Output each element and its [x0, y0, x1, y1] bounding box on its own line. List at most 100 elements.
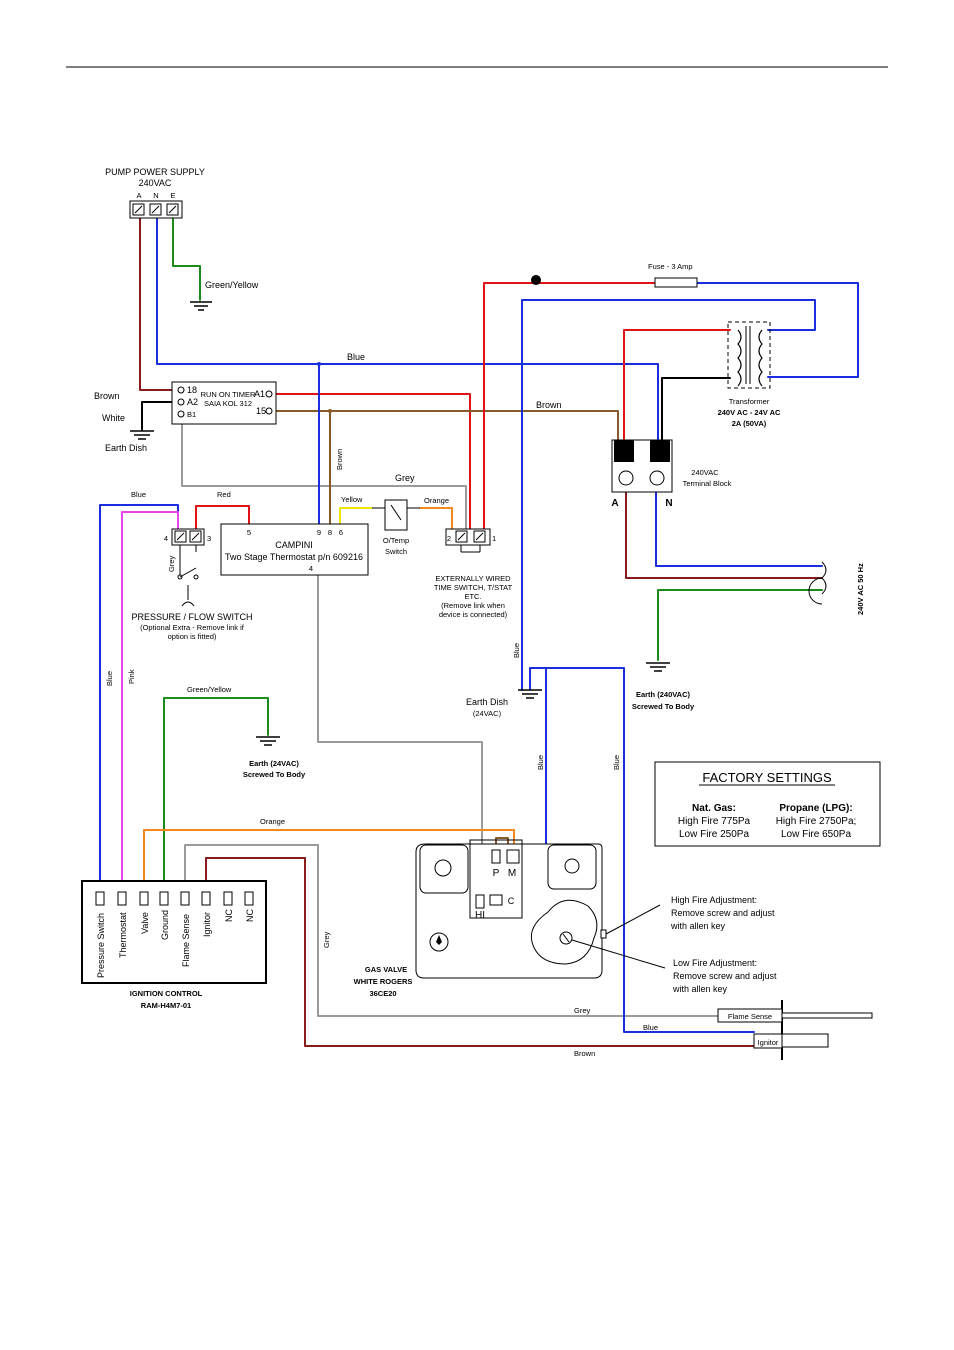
label-white-left: White: [102, 413, 125, 423]
factory-col1-l1: High Fire 775Pa: [678, 816, 751, 827]
ign-label-ignitor: Ignitor: [202, 912, 212, 937]
earth-24-line1: Earth (24VAC): [249, 759, 299, 768]
ps-wire-grey: Grey: [167, 555, 176, 572]
ign-label-valve: Valve: [140, 912, 150, 934]
pump-terminal-a: A: [136, 191, 141, 200]
thermostat-desc: Two Stage Thermostat p/n 609216: [225, 552, 363, 562]
pump-title: PUMP POWER SUPPLY: [105, 167, 205, 177]
timer-label-18: 18: [187, 385, 197, 395]
factory-col1-l2: Low Fire 250Pa: [679, 829, 749, 840]
ignitor-rod: [781, 1033, 829, 1048]
ign-pin-flame: [180, 891, 190, 906]
label-red: Red: [217, 490, 231, 499]
ext-screw-1-slot: [475, 532, 484, 541]
otemp-line1: O/Temp: [383, 536, 409, 545]
label-blue-left: Blue: [131, 490, 146, 499]
therm-terminal-9: 9: [317, 528, 321, 537]
ext-terminal-1: 1: [492, 534, 496, 543]
low-fire-line1: Low Fire Adjustment:: [673, 958, 757, 968]
label-brown-vert: Brown: [335, 449, 344, 470]
fuse-label: Fuse - 3 Amp: [648, 262, 693, 271]
tb-terminal-n-screw: [649, 470, 665, 486]
ps-note1: (Optional Extra - Remove link if: [140, 623, 245, 632]
run-on-timer: 18 A2 B1 RUN ON TIMER SAIA KOL 312 A1 15: [171, 381, 277, 425]
supply-plug: 240V AC 50 Hz: [808, 561, 865, 615]
ps-title: PRESSURE / FLOW SWITCH: [131, 612, 252, 622]
earth-dish-24-line1: Earth Dish: [466, 697, 508, 707]
timer-label-a1: A1: [254, 389, 265, 399]
ign-label-ground: Ground: [160, 910, 170, 940]
ignition-model: RAM-H4M7-01: [141, 1001, 191, 1010]
otemp-box: [384, 499, 408, 531]
pump-terminal-n: N: [153, 191, 158, 200]
label-blue-right: Blue: [612, 755, 621, 770]
label-pink: Pink: [127, 669, 136, 684]
ignitor-label: Ignitor: [758, 1038, 779, 1047]
label-blue-mid2: Blue: [536, 755, 545, 770]
pump-power-supply: PUMP POWER SUPPLY 240VAC A N E Green/Yel…: [105, 167, 259, 311]
flame-sense-label: Flame Sense: [728, 1012, 772, 1021]
ps-screw-4-slot: [176, 532, 185, 541]
therm-terminal-4: 4: [309, 564, 313, 573]
wire-red-a1: [271, 393, 471, 537]
transformer-rating: 240V AC - 24V AC: [718, 408, 781, 417]
label-orange-low: Orange: [260, 817, 285, 826]
gv-terminal-hi: [475, 894, 485, 909]
tb-terminal-a-screw: [618, 470, 634, 486]
earth-240-line2: Screwed To Body: [632, 702, 695, 711]
timer-terminal-b1: [177, 410, 185, 418]
label-green-yellow: Green/Yellow: [187, 685, 232, 694]
timer-label-b1: B1: [187, 410, 196, 419]
wire-orange-top: [419, 507, 453, 529]
gv-terminal-m: [506, 849, 520, 864]
ps-contact-2: [193, 574, 199, 580]
timer-name: RUN ON TIMER: [201, 390, 256, 399]
ign-label-pressure: Pressure Switch: [96, 913, 106, 978]
pump-terminal-e: E: [170, 191, 175, 200]
ps-screw-3-slot: [191, 532, 200, 541]
earth-24: Earth (24VAC) Screwed To Body: [243, 736, 306, 779]
ign-label-thermostat: Thermostat: [118, 912, 128, 958]
ignition-control: Pressure Switch Thermostat Valve Ground …: [81, 880, 267, 1010]
transformer-outline: [727, 321, 771, 389]
gv-label-c: C: [508, 896, 515, 906]
ign-pin-thermostat: [117, 891, 127, 906]
timer-terminal-a1: [265, 390, 273, 398]
factory-col2-l1: High Fire 2750Pa;: [776, 816, 857, 827]
wire-brown-15: [271, 410, 619, 441]
timer-model: SAIA KOL 312: [204, 399, 252, 408]
earth-24-line2: Screwed To Body: [243, 770, 306, 779]
fuse-body: [654, 277, 698, 288]
gv-line2: WHITE ROGERS: [354, 977, 413, 986]
label-orange-top: Orange: [424, 496, 449, 505]
wire-blue-right: [533, 667, 755, 1033]
earth-240: Earth (240VAC) Screwed To Body: [632, 662, 695, 711]
wire-brown-a: [139, 217, 179, 391]
thermostat-brand: CAMPINI: [275, 540, 313, 550]
ign-pin-ground: [159, 891, 169, 906]
ps-actuator: [181, 601, 195, 607]
wire-white-a2: [141, 401, 179, 431]
wire-supply-blue: [655, 487, 823, 567]
supply-symbol-arc: [808, 577, 823, 605]
gas-valve-left-port-hole: [434, 859, 452, 877]
ps-switch-arm: [179, 567, 197, 578]
label-blue-top: Blue: [347, 352, 365, 362]
gv-knob-mark: [436, 935, 442, 945]
wire-red-ps: [195, 505, 250, 531]
high-fire-line3: with allen key: [670, 921, 726, 931]
external-switch: 2 1 EXTERNALLY WIRED TIME SWITCH, T/STAT…: [434, 528, 513, 619]
wire-grey-b1: [181, 414, 467, 531]
ign-pin-pressure: [95, 891, 105, 906]
junction-brown: [328, 409, 332, 413]
probes: Flame Sense Ignitor: [717, 1000, 873, 1060]
supply-label: 240V AC 50 Hz: [856, 563, 865, 615]
label-blue-v1: Blue: [105, 671, 114, 686]
timer-terminal-a2: [177, 398, 185, 406]
pump-earth-label: Green/Yellow: [205, 280, 259, 290]
label-brown-mid: Brown: [536, 400, 562, 410]
junction-red: [531, 275, 541, 285]
fuse: Fuse - 3 Amp: [648, 262, 698, 288]
transformer-current: 2A (50VA): [732, 419, 767, 428]
